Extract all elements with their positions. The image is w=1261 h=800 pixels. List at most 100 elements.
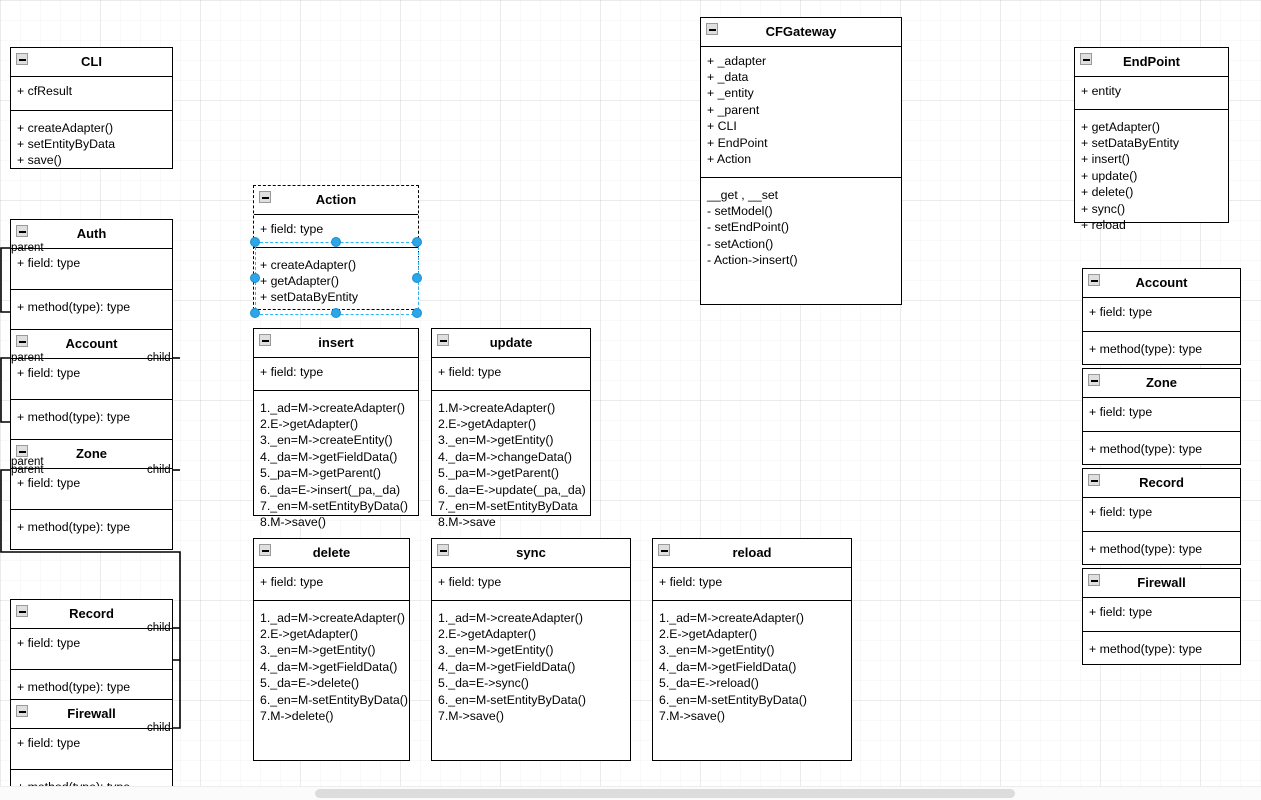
class-name: Auth	[76, 226, 107, 241]
method-row: 1._ad=M->createAdapter()	[659, 610, 804, 625]
class-methods-account-left: + method(type): type	[11, 399, 172, 439]
method-row: 5._da=E->reload()	[659, 676, 759, 691]
attribute-row: + field: type	[17, 635, 81, 650]
uml-class-account-left[interactable]: Account+ field: type+ method(type): type	[10, 329, 173, 441]
attribute-row: + field: type	[1089, 404, 1153, 419]
method-row: 4._da=M->getFieldData()	[659, 659, 797, 674]
collapse-minus-icon[interactable]	[1088, 574, 1100, 586]
class-header-auth: Auth	[11, 220, 172, 250]
resize-handle[interactable]	[412, 308, 422, 318]
method-row: 1._ad=M->createAdapter()	[438, 610, 583, 625]
resize-handle[interactable]	[331, 237, 341, 247]
uml-class-firewall-left[interactable]: Firewall+ field: type+ method(type): typ…	[10, 699, 173, 800]
method-row: + getAdapter()	[260, 274, 339, 289]
uml-class-cfgateway[interactable]: CFGateway+ _adapter+ _data+ _entity+ _pa…	[700, 17, 902, 306]
resize-handle[interactable]	[250, 308, 260, 318]
collapse-minus-icon[interactable]	[16, 335, 28, 347]
class-attributes-account-left: + field: type	[11, 359, 172, 399]
class-name: CLI	[81, 54, 102, 69]
class-name: update	[489, 335, 533, 350]
attribute-row: + field: type	[1089, 304, 1153, 319]
uml-class-cli[interactable]: CLI+ cfResult+ createAdapter()+ setEntit…	[10, 47, 173, 170]
method-row: 6._en=M-setEntityByData()	[260, 692, 408, 707]
class-attributes-delete: + field: type	[254, 568, 409, 600]
attribute-row: + field: type	[17, 255, 81, 270]
uml-class-record-right[interactable]: Record+ field: type+ method(type): type	[1082, 468, 1241, 566]
collapse-minus-icon[interactable]	[437, 544, 449, 556]
uml-class-auth[interactable]: Auth+ field: type+ method(type): type	[10, 219, 173, 331]
attribute-row: + field: type	[260, 574, 324, 589]
method-row: 5._pa=M->getParent()	[438, 466, 559, 481]
collapse-minus-icon[interactable]	[16, 705, 28, 717]
edge-label-child: child	[147, 622, 171, 634]
uml-class-record-left[interactable]: Record+ field: type+ method(type): type	[10, 599, 173, 711]
class-attributes-record-right: + field: type	[1083, 498, 1240, 531]
method-row: + sync()	[1081, 201, 1126, 216]
collapse-minus-icon[interactable]	[259, 544, 271, 556]
horizontal-scrollbar[interactable]	[0, 786, 1261, 800]
collapse-minus-icon[interactable]	[16, 605, 28, 617]
uml-class-zone-right[interactable]: Zone+ field: type+ method(type): type	[1082, 368, 1241, 466]
method-row: - setModel()	[707, 204, 773, 219]
collapse-minus-icon[interactable]	[706, 23, 718, 35]
collapse-minus-icon[interactable]	[16, 445, 28, 457]
method-row: 5._da=E->delete()	[260, 676, 360, 691]
method-row: 2.E->getAdapter()	[260, 417, 359, 432]
collapse-minus-icon[interactable]	[1088, 274, 1100, 286]
collapse-minus-icon[interactable]	[437, 334, 449, 346]
method-row: 7.M->delete()	[260, 708, 334, 723]
uml-class-endpoint[interactable]: EndPoint+ entity+ getAdapter()+ setDataB…	[1074, 47, 1229, 232]
collapse-minus-icon[interactable]	[16, 225, 28, 237]
collapse-minus-icon[interactable]	[1088, 474, 1100, 486]
class-attributes-sync: + field: type	[432, 568, 630, 600]
class-methods-sync: 1._ad=M->createAdapter() 2.E->getAdapter(…	[432, 600, 630, 760]
method-row: 4._da=M->getFieldData()	[260, 449, 398, 464]
class-attributes-update: + field: type	[432, 358, 590, 390]
class-attributes-insert: + field: type	[254, 358, 418, 390]
collapse-minus-icon[interactable]	[1080, 53, 1092, 65]
collapse-minus-icon[interactable]	[16, 53, 28, 65]
collapse-minus-icon[interactable]	[259, 334, 271, 346]
class-attributes-action: + field: type	[254, 215, 418, 247]
class-attributes-firewall-right: + field: type	[1083, 598, 1240, 631]
resize-handle[interactable]	[250, 273, 260, 283]
horizontal-scrollbar-thumb[interactable]	[315, 789, 1015, 798]
resize-handle[interactable]	[412, 237, 422, 247]
attribute-row: + cfResult	[17, 83, 73, 98]
resize-handle[interactable]	[250, 237, 260, 247]
uml-class-account-right[interactable]: Account+ field: type+ method(type): type	[1082, 268, 1241, 366]
method-row: + method(type): type	[1089, 341, 1203, 356]
method-row: + method(type): type	[17, 519, 131, 534]
class-header-update: update	[432, 329, 590, 359]
attribute-row: + field: type	[438, 574, 502, 589]
class-attributes-record-left: + field: type	[11, 629, 172, 669]
resize-handle[interactable]	[412, 273, 422, 283]
class-name: Firewall	[1137, 575, 1186, 590]
method-row: 2.E->getAdapter()	[438, 627, 537, 642]
uml-class-firewall-right[interactable]: Firewall+ field: type+ method(type): typ…	[1082, 568, 1241, 666]
class-methods-insert: 1._ad=M->createAdapter()2.E->getAdapter(…	[254, 390, 418, 529]
class-methods-update: 1.M->createAdapter()2.E->getAdapter()3._…	[432, 390, 590, 529]
class-attributes-zone-left: + field: type	[11, 469, 172, 509]
collapse-minus-icon[interactable]	[259, 191, 271, 203]
method-row: 4._da=M->getFieldData()	[260, 659, 398, 674]
collapse-minus-icon[interactable]	[658, 544, 670, 556]
uml-class-zone-left[interactable]: Zone+ field: type+ method(type): type	[10, 439, 173, 551]
method-row: - Action->insert()	[707, 253, 798, 268]
class-header-record-right: Record	[1083, 469, 1240, 499]
resize-handle[interactable]	[331, 308, 341, 318]
class-attributes-account-right: + field: type	[1083, 298, 1240, 331]
collapse-minus-icon[interactable]	[1088, 374, 1100, 386]
class-name: delete	[312, 545, 351, 560]
method-row: + createAdapter()	[260, 257, 357, 272]
uml-class-action[interactable]: Action + field: type + createAdapter() + ge…	[253, 185, 419, 311]
class-attributes-reload: + field: type	[653, 568, 851, 600]
class-name: Action	[315, 192, 357, 207]
edge-firewall-child	[172, 660, 181, 729]
